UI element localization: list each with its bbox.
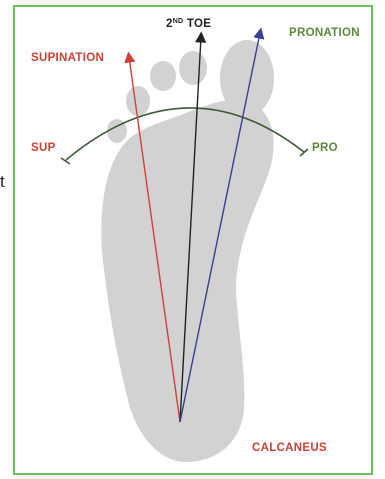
sup-label: SUP: [31, 142, 56, 154]
foot-silhouette: [101, 40, 274, 462]
second-toe-label: 2ND TOE: [166, 18, 211, 30]
second-toe: [179, 51, 207, 85]
big-toe: [220, 40, 274, 116]
pro-label: PRO: [312, 142, 338, 154]
sup-arc-endcap: [61, 158, 70, 164]
pronation-label: PRONATION: [289, 27, 360, 39]
third-toe: [150, 61, 176, 91]
calcaneus-label: CALCANEUS: [252, 442, 327, 454]
fourth-toe: [126, 86, 150, 116]
supination-label: SUPINATION: [31, 52, 104, 64]
